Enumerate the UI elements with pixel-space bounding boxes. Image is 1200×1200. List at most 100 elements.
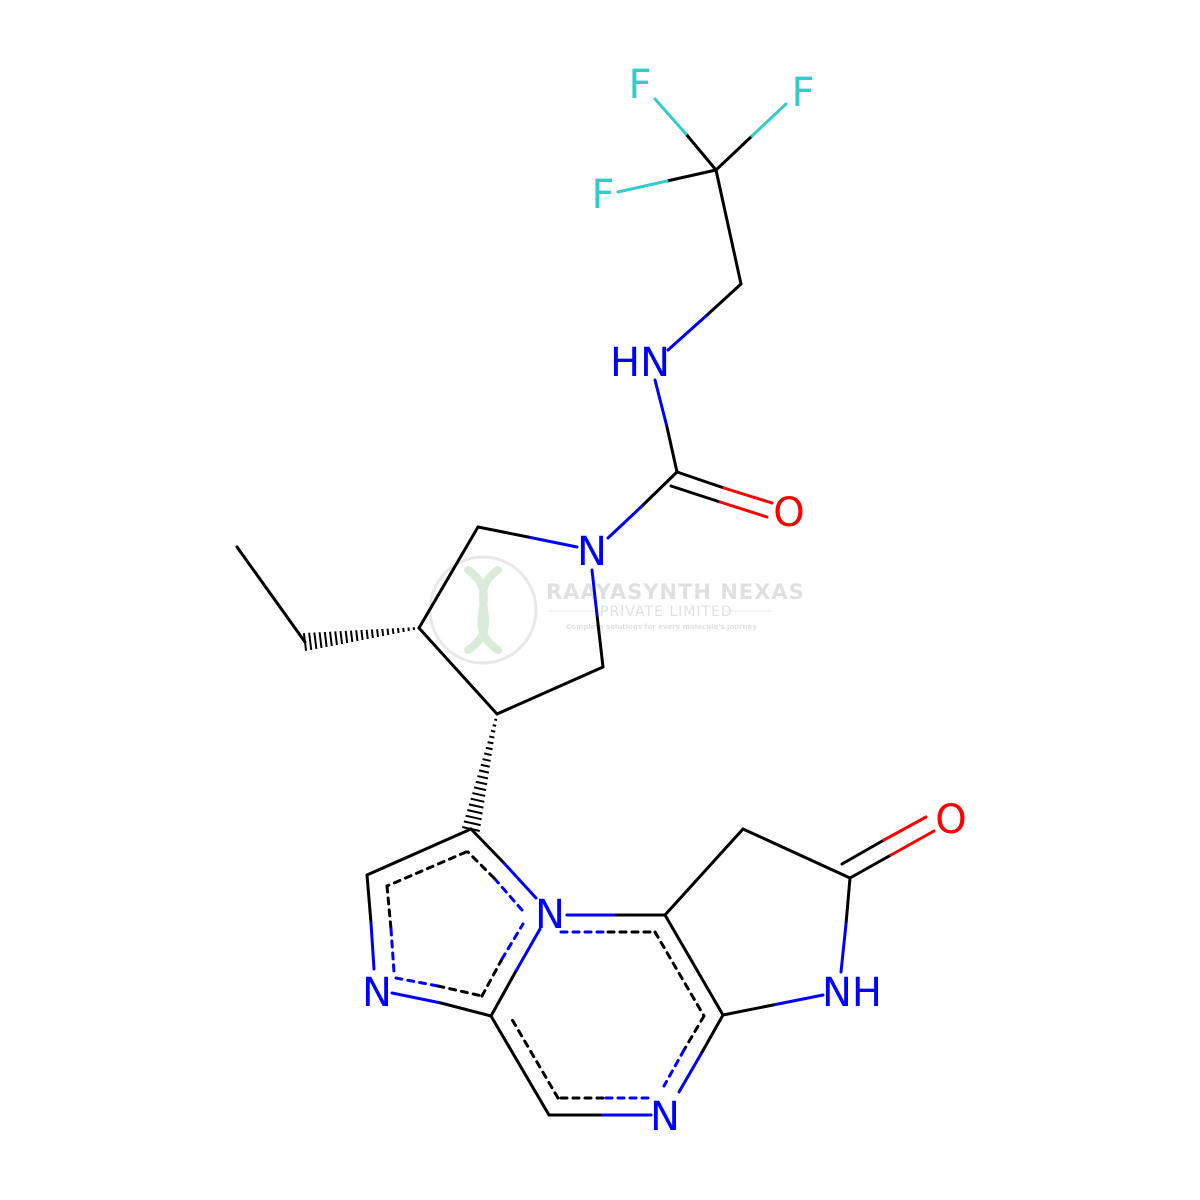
bond-c1-nimid-inner-n xyxy=(389,927,396,974)
wedge-hash xyxy=(302,632,308,652)
watermark-title: RAAYASYNTH NEXAS xyxy=(546,580,805,604)
bond-lactam-co-b-o xyxy=(882,815,928,842)
bond-c9a-c4a-inner xyxy=(653,930,706,1018)
atom-amide-oxygen: O xyxy=(773,490,804,536)
bond-c2-c3 xyxy=(417,525,480,630)
atom-fluorine-3: F xyxy=(591,172,614,218)
bond-nbridge-c8-inner-c xyxy=(466,850,496,880)
atom-fluorine-1: F xyxy=(628,62,651,108)
wedge-hash xyxy=(462,826,480,832)
bond-nh-c4a-c xyxy=(721,1003,775,1017)
wedge-hash xyxy=(386,628,390,636)
bond-c8a-nbridge-n xyxy=(514,927,542,973)
bond-lactam-co-a xyxy=(848,853,893,880)
wedge-hash xyxy=(465,814,482,821)
watermark-tagline: Complete solutions for every molecule's … xyxy=(566,623,757,631)
wedge-hash xyxy=(492,724,497,727)
bond-amide-co-a-o xyxy=(722,486,774,505)
bond-c5-npyr xyxy=(595,613,605,669)
bond-nimid-c8a-inner xyxy=(394,976,440,988)
wedge-hash xyxy=(344,630,349,644)
atom-pyrrolidine-n: N xyxy=(577,529,607,575)
bond-c9a-c4a xyxy=(663,913,725,1017)
bond-ch2-co xyxy=(741,827,852,880)
bond-lactam-co-a-o xyxy=(889,829,936,857)
bond-nimid-c8a-c xyxy=(439,1001,493,1018)
wedge-hash xyxy=(475,780,488,786)
bond-c5-npyr-n xyxy=(590,568,599,617)
wedge-hash xyxy=(318,632,323,649)
bond-nbridge-c8 xyxy=(501,860,538,900)
wedge-hash xyxy=(490,729,496,733)
bond-c8a-nbridge-inner-n xyxy=(500,922,525,961)
bond-nimid-c8a-inner-c xyxy=(436,984,484,998)
wedge-hash xyxy=(396,627,400,634)
wedge-hash xyxy=(478,769,490,774)
bond-ch2-nh-n xyxy=(666,314,708,352)
atom-fluorine-2: F xyxy=(791,70,814,116)
bond-amide-co-b-o xyxy=(718,500,769,519)
bond-nh-carbonyl xyxy=(653,378,669,429)
bond-nh-carbonyl-c xyxy=(665,425,679,474)
bond-c5-c8a xyxy=(489,1014,551,1117)
wedge-hash xyxy=(360,629,364,641)
wedge-hash xyxy=(376,629,380,638)
wedge-hash xyxy=(468,803,484,809)
bond-c4a-npz-n xyxy=(677,1052,703,1094)
bond-cf3-f1 xyxy=(684,132,718,172)
wedge-hash xyxy=(482,758,491,762)
wedge-hash xyxy=(329,631,333,647)
wedge-hash xyxy=(470,797,485,803)
wedge-hash xyxy=(339,631,344,645)
bond-c1-nimid-inner xyxy=(385,884,393,931)
bond-c9a-ch2 xyxy=(663,827,745,917)
bond-c1-nimid xyxy=(365,873,373,925)
bond-cf3-f1-tip xyxy=(653,97,688,136)
bond-cf3-f3 xyxy=(665,168,718,183)
wedge-hash xyxy=(308,632,313,651)
bond-ethyl-ch2-ch3 xyxy=(235,545,307,644)
wedge-hash xyxy=(370,629,374,639)
bond-c1-nimid-n xyxy=(369,921,376,971)
atom-amide-nh: HN xyxy=(610,340,670,386)
wedge-hash xyxy=(463,820,481,827)
wedge-hash xyxy=(334,631,338,646)
watermark-helix-icon xyxy=(464,566,502,654)
watermark: RAAYASYNTH NEXAS PRIVATE LIMITED Complet… xyxy=(428,555,805,665)
bond-cf3-f2-tip xyxy=(750,102,788,138)
bond-npyr-c2-c xyxy=(476,525,530,539)
bond-c8a-nbridge xyxy=(489,969,518,1018)
wedge-hash xyxy=(355,630,359,642)
wedge-hash xyxy=(477,775,489,780)
wedge-hash xyxy=(391,628,395,635)
wedge-hash xyxy=(494,718,498,722)
hashed-wedge-imidazole xyxy=(462,712,499,832)
wedge-hash xyxy=(472,792,486,797)
bond-carbonyl-npyr-n xyxy=(606,504,644,540)
atom-pyrazine-n: N xyxy=(650,1094,680,1140)
atom-imidazole-n: N xyxy=(362,970,392,1016)
bond-nh-c4a xyxy=(771,993,825,1007)
wedge-hash xyxy=(485,746,493,751)
wedge-hash xyxy=(483,752,492,757)
bond-cf3-f2 xyxy=(714,134,754,172)
bond-c4a-npz-inner xyxy=(682,1014,706,1052)
bond-co-nh xyxy=(844,876,852,926)
bond-c8a-nbridge-inner xyxy=(480,957,504,998)
bond-carbonyl-npyr xyxy=(640,470,679,508)
bond-nbridge-c8-inner xyxy=(492,876,524,912)
atom-lactam-nh: NH xyxy=(822,970,882,1016)
bond-c8-c1-inner xyxy=(385,850,468,888)
wedge-hash xyxy=(323,631,328,648)
watermark-subtitle: PRIVATE LIMITED xyxy=(600,604,733,620)
bond-npyr-c2 xyxy=(526,535,579,549)
wedge-hash xyxy=(365,629,369,640)
bond-c5-c8a-inner xyxy=(508,1014,560,1100)
wedge-hash xyxy=(489,735,495,739)
wedge-hash xyxy=(473,786,487,792)
bond-ch2-nh xyxy=(704,282,743,318)
bond-cf3-f3-tip xyxy=(616,179,669,194)
wedge-hash xyxy=(467,809,483,815)
wedge-hash xyxy=(402,627,405,633)
